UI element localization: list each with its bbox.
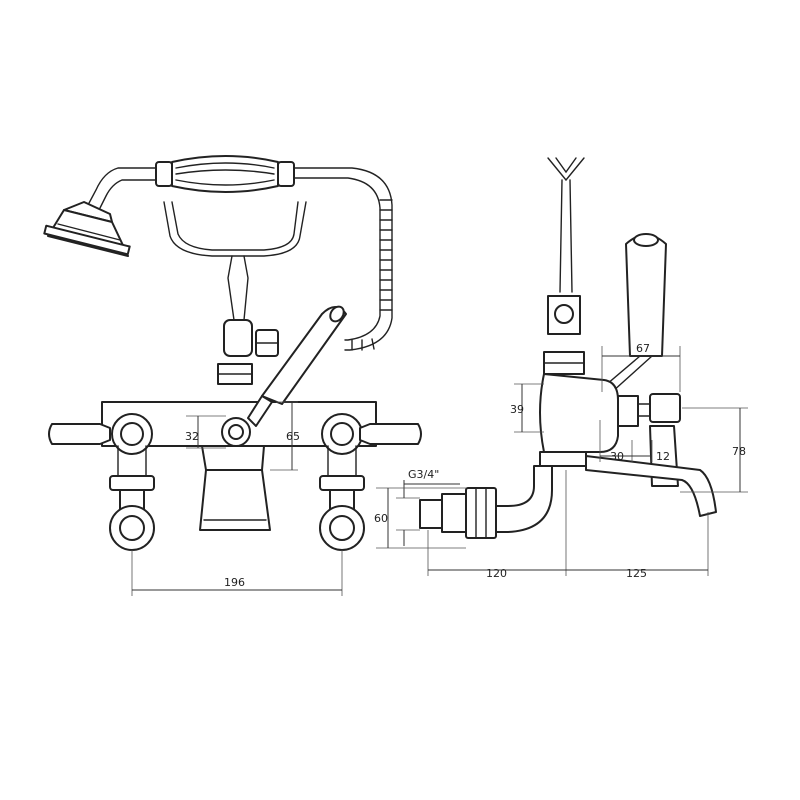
spout — [585, 455, 717, 517]
shower-handset-handle — [155, 155, 295, 193]
dimension-label: 12 — [656, 450, 670, 463]
dimension-label: 78 — [732, 445, 746, 458]
diverter-lever — [221, 305, 347, 447]
dimension-label: 67 — [636, 342, 650, 355]
shower-hose — [87, 167, 393, 351]
dimension-196: 196 — [131, 550, 343, 596]
dimension-label: 125 — [626, 567, 647, 580]
dimension-65: 65 — [270, 401, 300, 471]
front-view: 32 65 196 — [43, 155, 422, 596]
dimension-label: 39 — [510, 403, 524, 416]
dimension-label: G3/4" — [408, 468, 439, 481]
dimension-label: 65 — [286, 430, 300, 443]
side-lever — [599, 233, 667, 393]
dimension-label: 196 — [224, 576, 245, 589]
dimension-67: 67 — [601, 342, 681, 392]
dimension-39: 39 — [510, 383, 544, 433]
dimension-120-125: 120 125 — [427, 470, 709, 580]
dimension-30-12: 30 12 — [599, 420, 670, 463]
side-view: G3/4" 60 39 67 30 12 — [374, 157, 748, 580]
dimension-78: 78 — [680, 407, 748, 493]
shower-cradle — [163, 201, 307, 321]
dimension-32: 32 — [185, 415, 226, 449]
dimension-label: 32 — [185, 430, 199, 443]
shower-head — [43, 201, 131, 257]
right-valve — [319, 413, 422, 551]
dimension-60: 60 — [374, 487, 466, 549]
left-valve — [48, 413, 155, 551]
hose-hook — [547, 157, 585, 335]
dimension-inlet-thread: G3/4" — [396, 468, 460, 546]
diverter-stem — [217, 319, 279, 385]
dimension-label: 30 — [610, 450, 624, 463]
dimension-label: 120 — [486, 567, 507, 580]
inlet-elbow — [419, 465, 553, 539]
dimension-label: 60 — [374, 512, 388, 525]
side-valve-body — [539, 351, 681, 487]
